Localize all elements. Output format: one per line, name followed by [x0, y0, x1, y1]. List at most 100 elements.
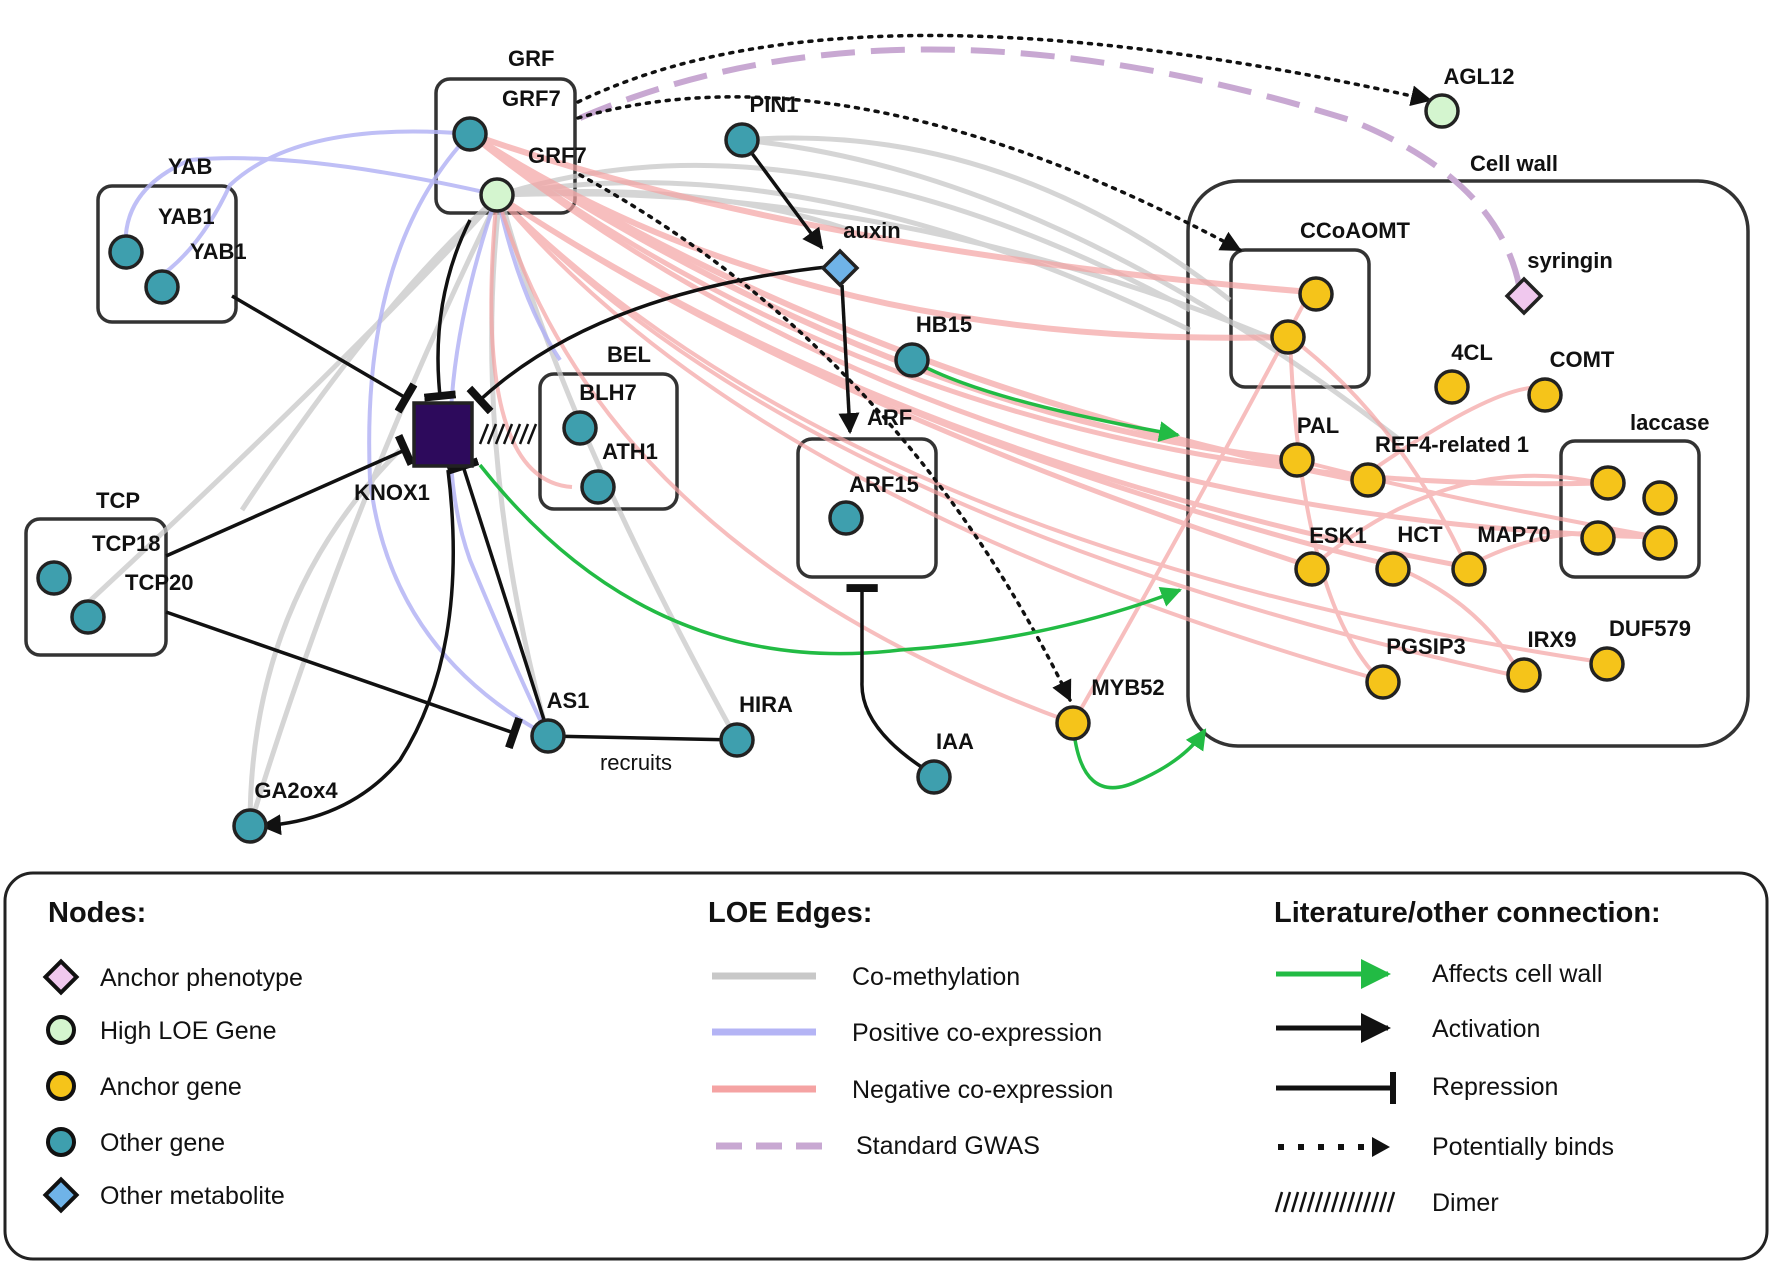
node-comt[interactable]	[1527, 377, 1563, 413]
yab-group	[96, 184, 238, 324]
laccase-group-label: laccase	[1630, 410, 1710, 435]
dimer-swatch	[1274, 1191, 1396, 1213]
comt-label: COMT	[1550, 347, 1615, 372]
map70-label: MAP70	[1477, 522, 1550, 547]
node-4cl[interactable]	[1434, 369, 1470, 405]
legend-box	[3, 871, 1769, 1261]
node-tcp20[interactable]	[70, 599, 106, 635]
anchor-phenotype-icon	[42, 958, 80, 996]
node-duf579[interactable]	[1589, 646, 1625, 682]
node-map70[interactable]	[1451, 551, 1487, 587]
node-esk1[interactable]	[1294, 551, 1330, 587]
syringin-label: syringin	[1527, 248, 1613, 273]
node-laccase-c[interactable]	[1580, 520, 1616, 556]
ccoaomt-group	[1229, 248, 1371, 389]
legend-loe-edges-heading: LOE Edges:	[708, 897, 872, 929]
node-agl12[interactable]	[1424, 93, 1460, 129]
node-tcp18[interactable]	[36, 560, 72, 596]
recruits-label: recruits	[600, 750, 672, 775]
node-pgsip3[interactable]	[1365, 664, 1401, 700]
node-knox1[interactable]	[412, 401, 474, 468]
legend-standard-gwas: Standard GWAS	[856, 1132, 1040, 1160]
regulatory-edges	[165, 138, 935, 836]
legend-other-metabolite: Other metabolite	[100, 1182, 285, 1210]
negative-coexpression-edges	[468, 131, 1659, 725]
yab1-b-label: YAB1	[190, 239, 247, 264]
legend-affects-cell-wall: Affects cell wall	[1432, 960, 1602, 988]
node-pal[interactable]	[1279, 442, 1315, 478]
irx9-label: IRX9	[1528, 627, 1577, 652]
node-ga2ox4[interactable]	[232, 808, 268, 844]
legend-positive-coexpression: Positive co-expression	[852, 1019, 1102, 1047]
node-auxin[interactable]	[820, 248, 860, 288]
node-laccase-b[interactable]	[1642, 480, 1678, 516]
node-grf7-b[interactable]	[479, 177, 515, 213]
node-yab1-b[interactable]	[144, 269, 180, 305]
standard-gwas-edge	[578, 46, 1523, 291]
node-laccase-a[interactable]	[1590, 465, 1626, 501]
node-hb15[interactable]	[894, 342, 930, 378]
as1-label: AS1	[547, 688, 590, 713]
legend-nodes-heading: Nodes:	[48, 897, 146, 929]
legend-co-methylation: Co-methylation	[852, 963, 1020, 991]
node-myb52[interactable]	[1055, 705, 1091, 741]
ccoaomt-group-label: CCoAOMT	[1300, 218, 1411, 243]
node-syringin[interactable]	[1504, 276, 1544, 316]
tcp-group	[24, 517, 168, 657]
legend-dimer: Dimer	[1432, 1189, 1499, 1217]
iaa-label: IAA	[936, 729, 974, 754]
hct-label: HCT	[1397, 522, 1443, 547]
myb52-label: MYB52	[1091, 675, 1164, 700]
knox1-label: KNOX1	[354, 480, 430, 505]
tcp20-label: TCP20	[125, 570, 193, 595]
high-loe-gene-icon	[46, 1015, 76, 1045]
arf-group-label: ARF	[867, 405, 912, 430]
node-ccoaomt-a[interactable]	[1298, 276, 1334, 312]
legend-activation: Activation	[1432, 1015, 1540, 1043]
dimer-hatch	[478, 423, 538, 445]
ath1-label: ATH1	[602, 439, 658, 464]
pin1-label: PIN1	[750, 92, 799, 117]
node-ath1[interactable]	[580, 469, 616, 505]
node-as1[interactable]	[530, 718, 566, 754]
ref4-label: REF4-related 1	[1375, 432, 1529, 457]
node-blh7[interactable]	[562, 410, 598, 446]
legend-repression: Repression	[1432, 1073, 1558, 1101]
tcp18-label: TCP18	[92, 531, 160, 556]
agl12-label: AGL12	[1444, 64, 1515, 89]
node-yab1-a[interactable]	[108, 234, 144, 270]
repression-bar	[1390, 1072, 1396, 1104]
legend-literature-heading: Literature/other connection:	[1274, 897, 1661, 929]
auxin-label: auxin	[843, 218, 900, 243]
duf579-label: DUF579	[1609, 616, 1691, 641]
legend-negative-coexpression: Negative co-expression	[852, 1076, 1113, 1104]
grf7-b-label: GRF7	[528, 143, 587, 168]
ga2ox4-label: GA2ox4	[254, 778, 338, 803]
node-laccase-d[interactable]	[1642, 525, 1678, 561]
node-pin1[interactable]	[724, 122, 760, 158]
anchor-gene-icon	[46, 1071, 76, 1101]
node-irx9[interactable]	[1506, 657, 1542, 693]
potentially-binds-edges	[576, 33, 1433, 702]
node-iaa[interactable]	[916, 759, 952, 795]
node-arf15[interactable]	[828, 500, 864, 536]
tcp-group-label: TCP	[96, 488, 140, 513]
arf-group	[796, 437, 938, 579]
node-ref4[interactable]	[1350, 462, 1386, 498]
other-gene-icon	[46, 1127, 76, 1157]
node-hira[interactable]	[719, 722, 755, 758]
other-metabolite-icon	[42, 1176, 80, 1214]
legend-anchor-phenotype: Anchor phenotype	[100, 964, 303, 992]
legend-potentially-binds: Potentially binds	[1432, 1133, 1614, 1161]
blh7-label: BLH7	[579, 380, 636, 405]
4cl-label: 4CL	[1451, 340, 1493, 365]
node-grf7-a[interactable]	[452, 116, 488, 152]
yab1-a-label: YAB1	[158, 204, 215, 229]
legend-anchor-gene: Anchor gene	[100, 1073, 242, 1101]
node-ccoaomt-b[interactable]	[1270, 319, 1306, 355]
pgsip3-label: PGSIP3	[1386, 634, 1465, 659]
yab-group-label: YAB	[168, 154, 212, 179]
node-hct[interactable]	[1375, 551, 1411, 587]
bel-group-label: BEL	[607, 342, 651, 367]
